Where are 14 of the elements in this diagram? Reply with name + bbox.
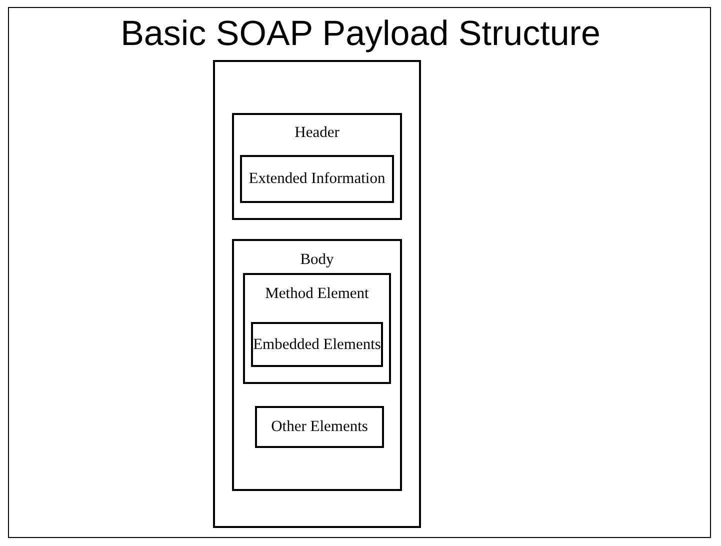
element-label: Embedded Elements (253, 336, 381, 354)
element-label: Other Elements (271, 418, 368, 436)
element-box (251, 322, 383, 367)
section-box (243, 273, 391, 384)
element-box (255, 406, 384, 448)
element-label: Extended Information (248, 170, 386, 188)
title: Basic SOAP Payload Structure (120, 14, 602, 54)
section-heading: Header (294, 124, 340, 142)
element-box (240, 155, 394, 203)
section-heading: Method Element (264, 285, 370, 303)
section-heading: Body (299, 251, 335, 269)
container-box (213, 60, 421, 528)
section-box (232, 239, 402, 491)
section-box (232, 113, 402, 220)
